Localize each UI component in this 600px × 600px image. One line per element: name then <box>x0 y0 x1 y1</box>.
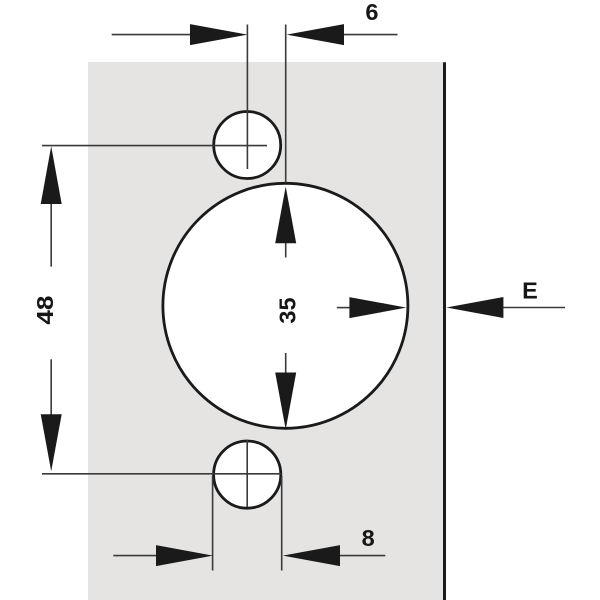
svg-text:6: 6 <box>365 0 378 25</box>
svg-text:35: 35 <box>275 297 301 323</box>
svg-text:8: 8 <box>362 525 375 551</box>
svg-text:48: 48 <box>32 296 58 325</box>
svg-text:E: E <box>522 277 538 303</box>
